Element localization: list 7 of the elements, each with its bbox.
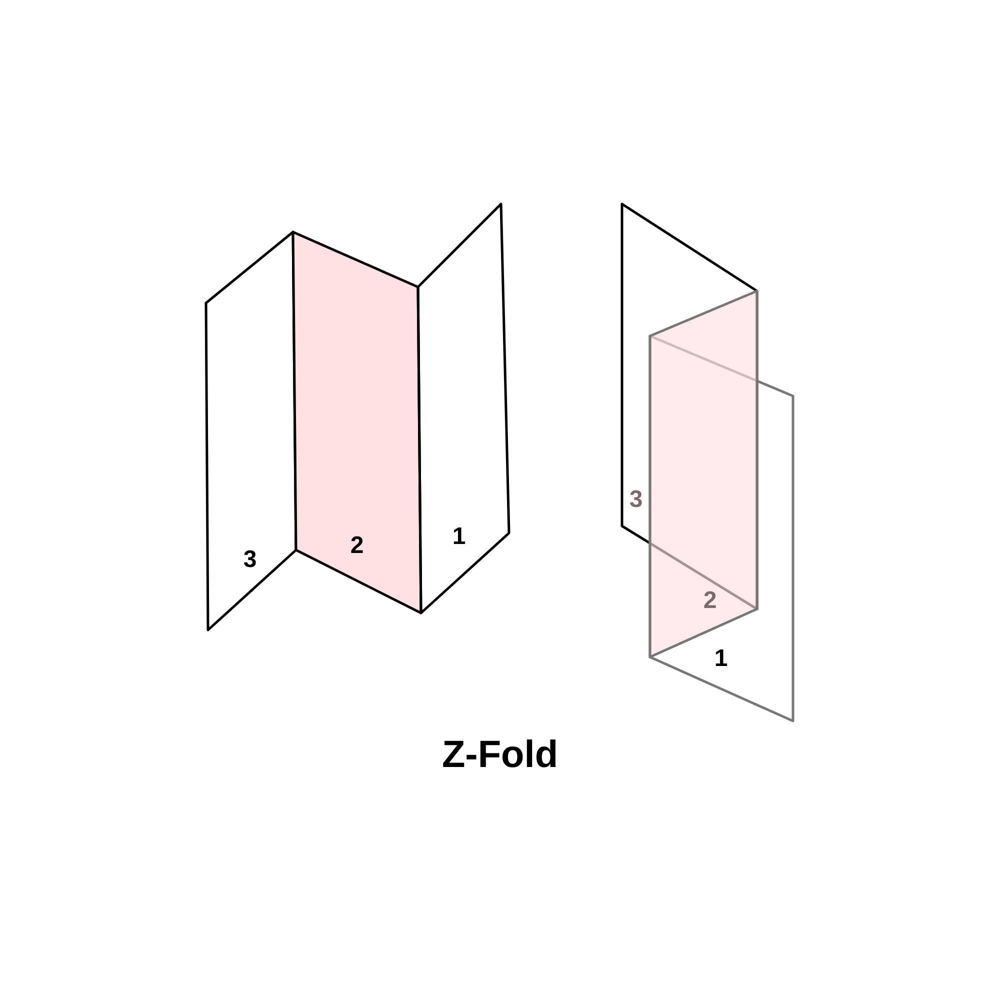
- caption: Z-Fold: [442, 734, 558, 776]
- panel-number: 1: [714, 647, 728, 671]
- panel-number: 3: [243, 548, 257, 572]
- panel-number: 1: [452, 525, 466, 549]
- panel-number: 3: [629, 488, 643, 512]
- panel-number: 2: [350, 534, 364, 558]
- panel-number: 2: [703, 589, 717, 613]
